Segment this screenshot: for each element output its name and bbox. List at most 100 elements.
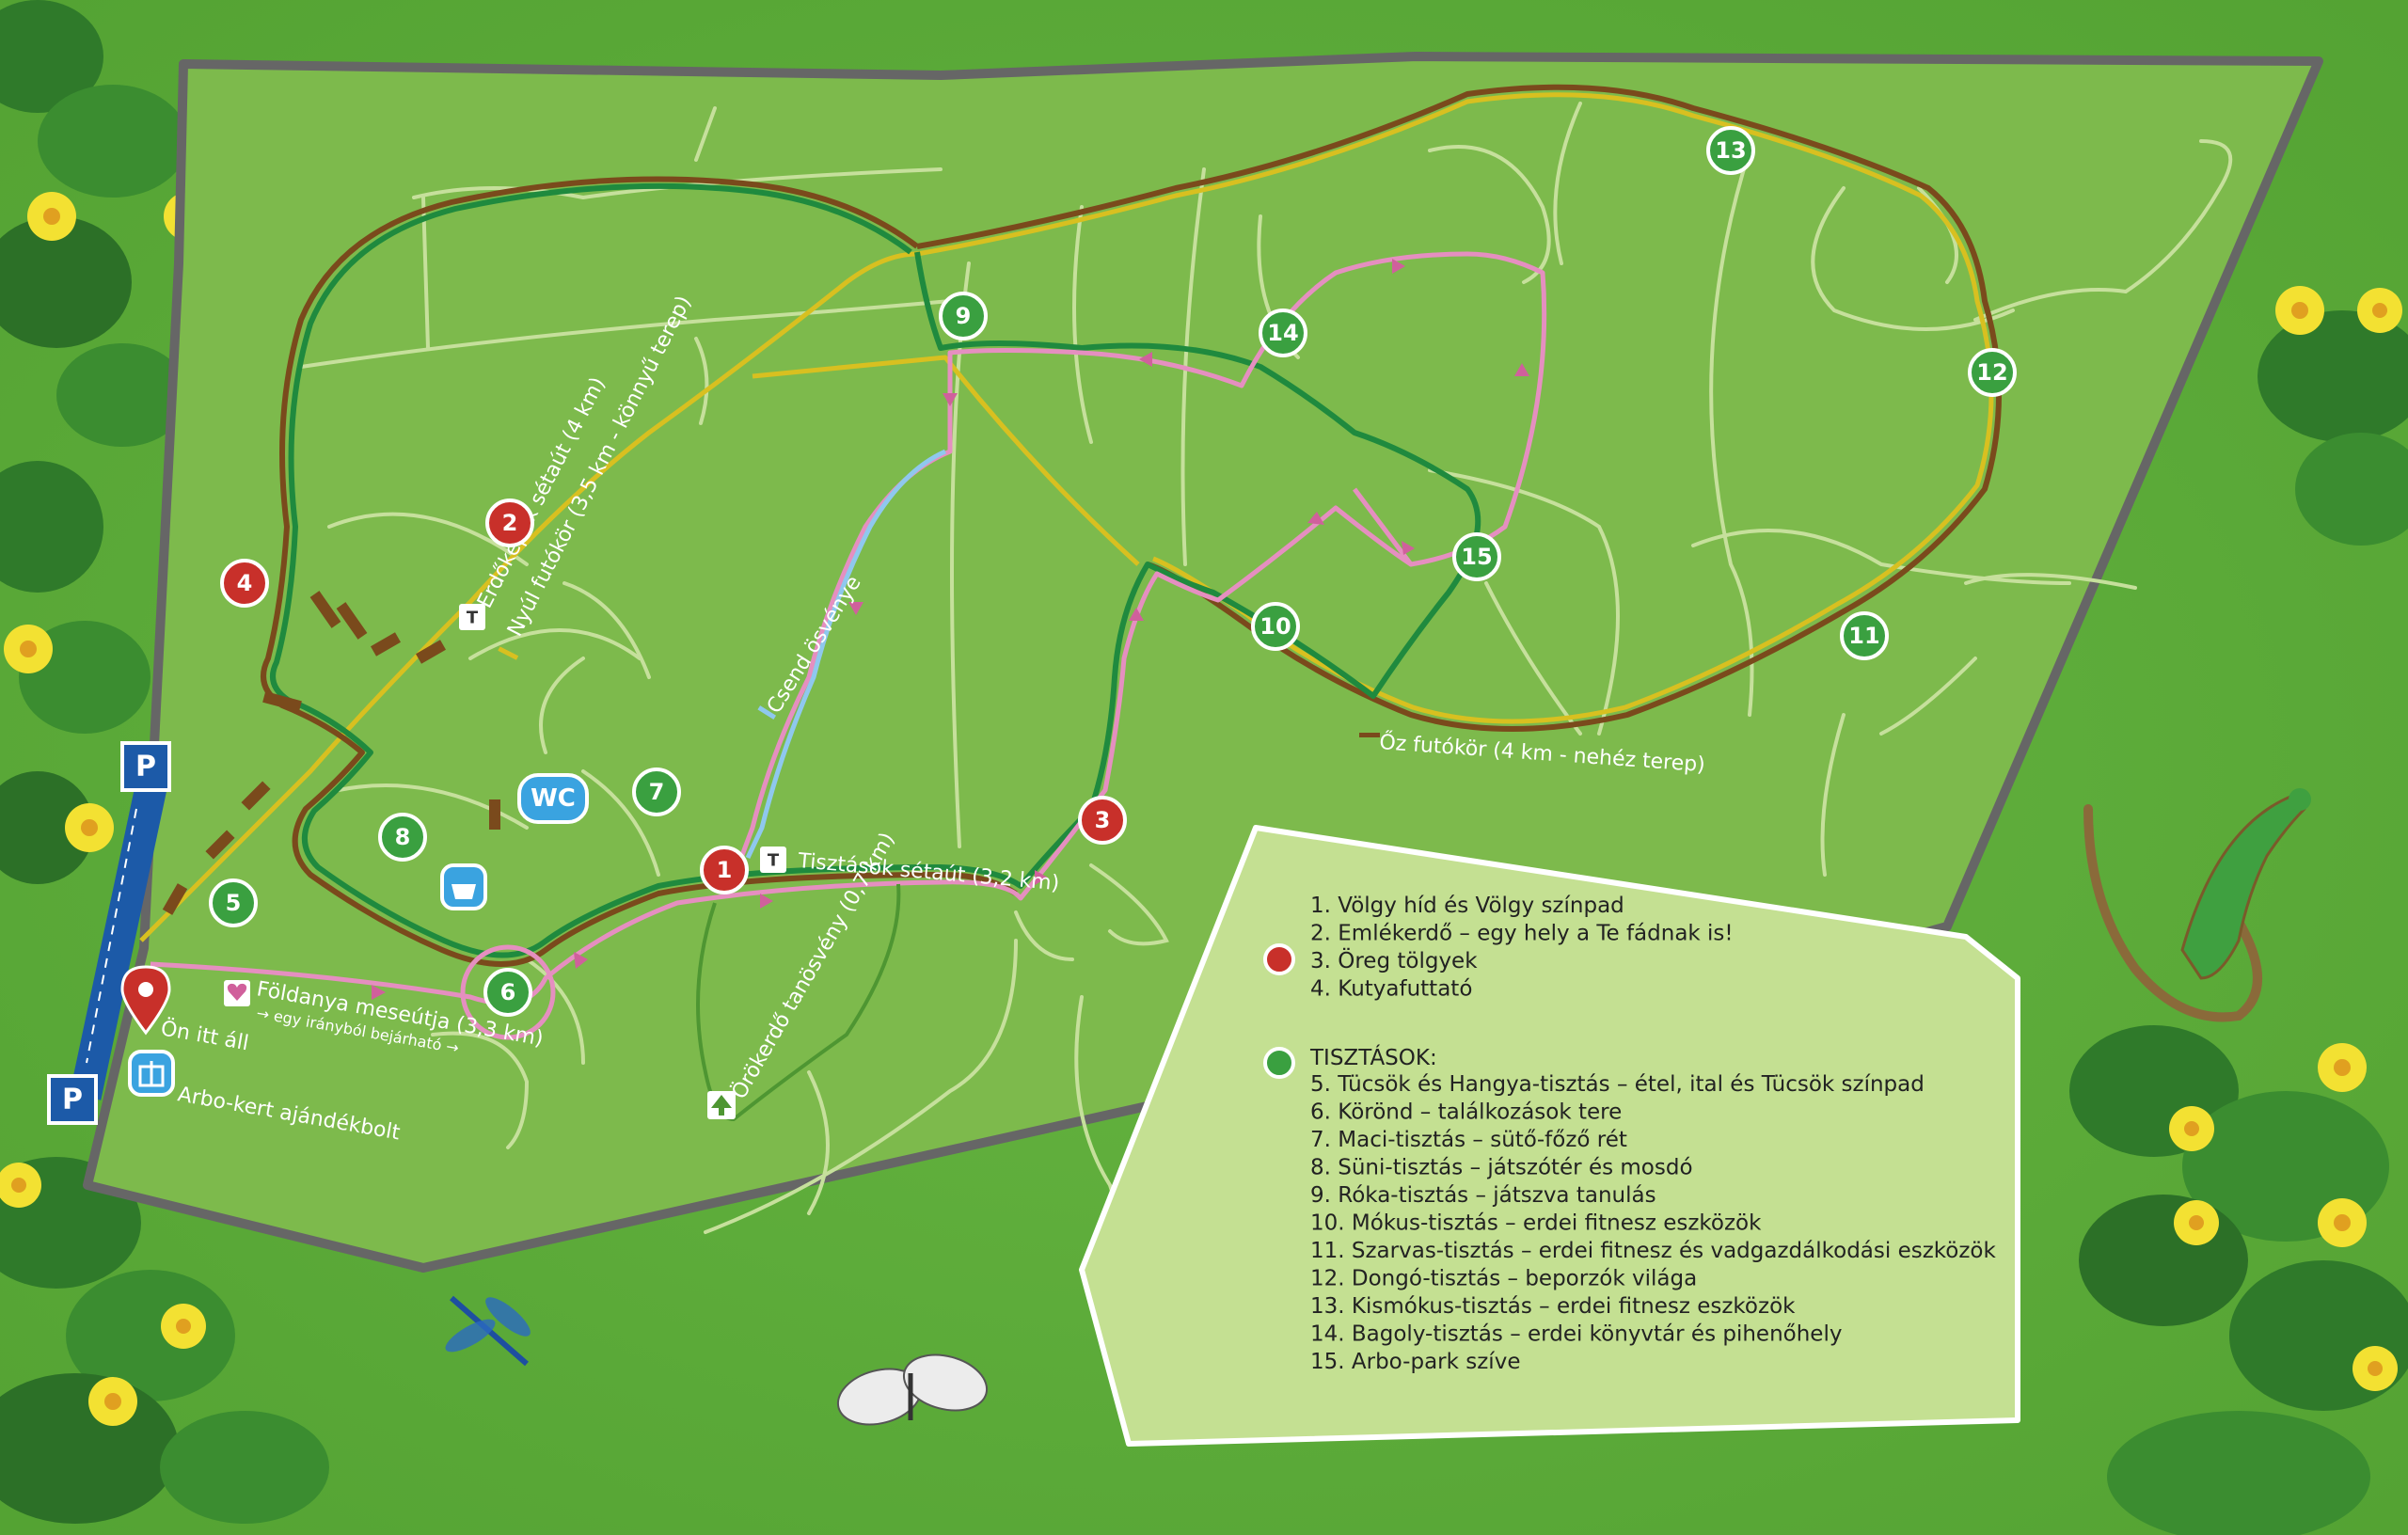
- legend-red-item-4: 4. Kutyafuttató: [1310, 977, 1472, 1002]
- washbasin-icon: [440, 863, 487, 910]
- legend-green-item-5: 9. Róka-tisztás – játszva tanulás: [1310, 1183, 1656, 1208]
- marker-circle: [1452, 532, 1501, 581]
- svg-text:P: P: [62, 1084, 83, 1116]
- legend-red-dot-icon: [1263, 943, 1295, 975]
- erdokepek-setaut-route: [261, 176, 1018, 967]
- korond-ring: [460, 944, 556, 1040]
- marker-12: 12: [1968, 348, 2017, 397]
- nyul-futokor-route: [916, 92, 1994, 724]
- legend-green-item-6: 10. Mókus-tisztás – erdei fitnesz eszköz…: [1310, 1211, 1762, 1236]
- marker-15: 15: [1452, 532, 1501, 581]
- legend-green-item-1: 5. Tücsök és Hangya-tisztás – étel, ital…: [1310, 1072, 1925, 1097]
- dog-run-fence: [162, 591, 500, 915]
- marker-number: 4: [237, 570, 253, 596]
- oz-futokor-route: [916, 84, 2002, 732]
- legend-green-dot-icon: [1263, 1047, 1295, 1079]
- marker-10: 10: [1251, 602, 1300, 651]
- marker-number: 3: [1095, 807, 1111, 833]
- marker-14: 14: [1259, 309, 1307, 357]
- marker-circle: [485, 498, 534, 547]
- marker-8: 8: [378, 813, 427, 862]
- legend-red-item-2: 2. Emlékerdő – egy hely a Te fádnak is!: [1310, 922, 1734, 946]
- marker-number: 10: [1259, 613, 1291, 640]
- marker-5: 5: [209, 878, 258, 927]
- marker-circle: [632, 768, 681, 816]
- marker-circle: [220, 559, 269, 608]
- marker-circle: [1251, 602, 1300, 651]
- marker-3: 3: [1078, 796, 1127, 845]
- svg-text:T: T: [768, 851, 780, 871]
- marker-number: 11: [1848, 623, 1879, 649]
- nyul-legend-swatch: [498, 646, 519, 660]
- marker-circle: [700, 846, 749, 894]
- marker-circle: [483, 968, 532, 1017]
- oz-legend-swatch: [1359, 733, 1380, 737]
- you-are-here-pin-icon: [120, 965, 171, 1036]
- svg-text:T: T: [467, 609, 479, 628]
- marker-7: 7: [632, 768, 681, 816]
- legend-green-item-9: 13. Kismókus-tisztás – erdei fitnesz esz…: [1310, 1294, 1796, 1319]
- nyul-futokor-route-west: [139, 251, 1140, 942]
- marker-number: 13: [1715, 137, 1746, 164]
- legend-green-list: 5. Tücsök és Hangya-tisztás – étel, ital…: [1310, 1072, 1997, 1374]
- lizard-illustration: [2083, 788, 2311, 1022]
- legend-green-item-7: 11. Szarvas-tisztás – erdei fitnesz és v…: [1310, 1239, 1997, 1263]
- legend-green-item-2: 6. Körönd – találkozások tere: [1310, 1100, 1622, 1125]
- marker-number: 2: [502, 510, 518, 536]
- legend-panel: [1079, 825, 2020, 1447]
- marker-number: 9: [956, 303, 972, 329]
- wc-icon: WC: [517, 773, 589, 824]
- legend-red-item-3: 3. Öreg tölgyek: [1310, 947, 1478, 973]
- marker-number: 14: [1267, 320, 1298, 346]
- trail-sign-icon-2: T: [760, 847, 786, 873]
- marker-number: 15: [1461, 544, 1492, 570]
- parking-road: [69, 771, 170, 1100]
- legend-green-item-4: 8. Süni-tisztás – játszótér és mosdó: [1310, 1156, 1693, 1180]
- tree-sign-icon: [707, 1091, 736, 1119]
- foliage-right: [2069, 310, 2408, 1535]
- marker-1: 1: [700, 846, 749, 894]
- parking-sign-bottom: P: [47, 1074, 98, 1125]
- marker-4: 4: [220, 559, 269, 608]
- orokerdo-tanosveny-route: [696, 883, 901, 1122]
- marker-number: 12: [1976, 359, 2007, 386]
- marker-13: 13: [1706, 126, 1755, 175]
- marker-circle: [209, 878, 258, 927]
- trail-sign-icon: T: [459, 604, 485, 630]
- marker-number: 6: [500, 979, 516, 1005]
- marker-circle: [1840, 611, 1889, 660]
- marker-number: 1: [717, 857, 733, 883]
- parking-sign-top: P: [120, 741, 171, 792]
- legend-red-list: 1. Völgy híd és Völgy színpad 2. Emlékerd…: [1310, 894, 1734, 1002]
- svg-text:P: P: [135, 751, 156, 783]
- marker-circle: [1259, 309, 1307, 357]
- legend-green-heading: TISZTÁSOK:: [1309, 1044, 1437, 1070]
- footpaths: [299, 102, 2233, 1262]
- marker-circle: [1968, 348, 2017, 397]
- butterfly-illustration: [836, 1353, 989, 1426]
- marker-circle: [1078, 796, 1127, 845]
- marker-number: 8: [395, 824, 411, 850]
- marker-circle: [939, 292, 988, 340]
- legend-green-item-8: 12. Dongó-tisztás – beporzók világa: [1310, 1267, 1697, 1291]
- marker-6: 6: [483, 968, 532, 1017]
- legend-red-item-1: 1. Völgy híd és Völgy színpad: [1310, 894, 1624, 918]
- tisztasok-setaut-route-green: [270, 182, 1481, 958]
- marker-11: 11: [1840, 611, 1889, 660]
- marker-2: 2: [485, 498, 534, 547]
- marker-9: 9: [939, 292, 988, 340]
- gift-shop-icon: [128, 1050, 175, 1097]
- csend-legend-swatch: [757, 705, 777, 720]
- svg-text:WC: WC: [531, 784, 576, 813]
- marker-number: 7: [649, 779, 665, 805]
- route-direction-arrows: [372, 259, 1529, 1000]
- legend-green-item-11: 15. Arbo-park szíve: [1310, 1350, 1520, 1374]
- marker-circle: [1706, 126, 1755, 175]
- legend-green-item-3: 7. Maci-tisztás – sütő-főző rét: [1310, 1128, 1627, 1152]
- heart-sign-icon: [224, 980, 250, 1006]
- csend-osvenye-route: [745, 449, 947, 860]
- dragonfly-illustration: [445, 1295, 531, 1367]
- marker-number: 5: [226, 890, 242, 916]
